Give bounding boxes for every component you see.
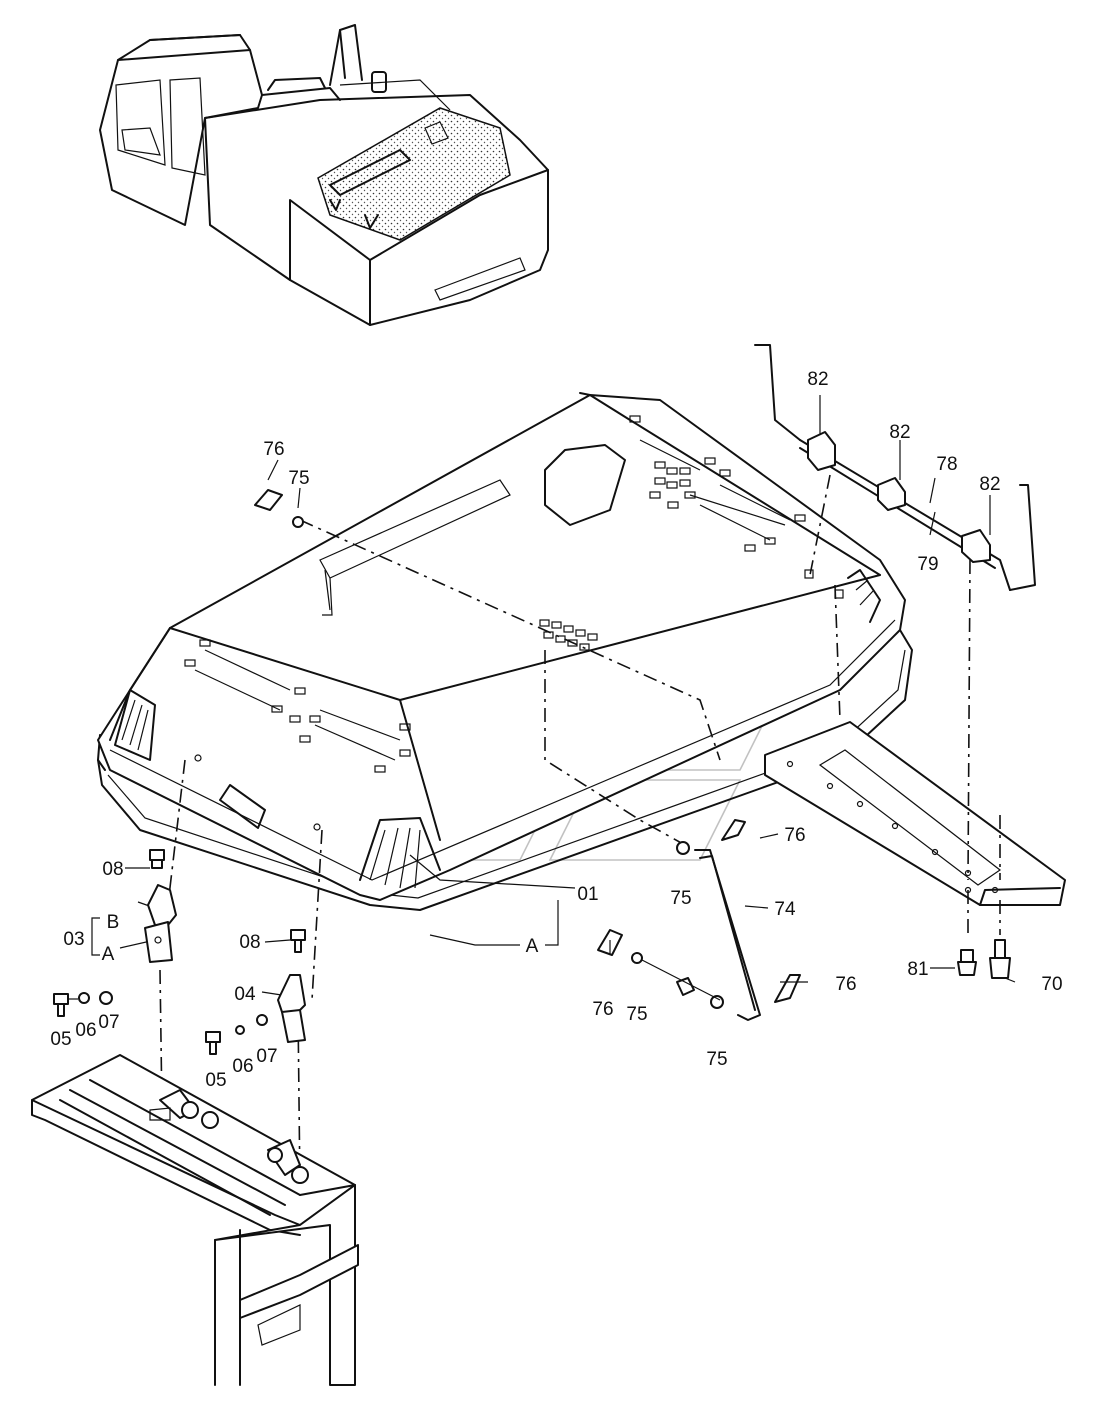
label-06-a: 06: [75, 1020, 96, 1041]
label-74: 74: [774, 899, 796, 920]
label-06-b: 06: [232, 1056, 253, 1077]
label-82-c: 82: [979, 474, 1000, 495]
lock-assembly-04: [205, 929, 306, 1055]
label-75-d: 75: [706, 1049, 727, 1070]
label-05-b: 05: [205, 1070, 226, 1091]
machine-overview: [99, 24, 549, 326]
label-76-b: 76: [784, 825, 805, 846]
label-03: 03: [63, 929, 84, 950]
label-a-lock: A: [102, 944, 115, 965]
label-04: 04: [234, 984, 256, 1005]
label-70: 70: [1041, 974, 1062, 995]
bolts-right: [957, 939, 1011, 979]
label-01: 01: [577, 884, 598, 905]
part-labels: 82 82 78 82 79 76 75 76 75 01 74 A 08 B …: [50, 369, 1062, 1091]
label-78: 78: [936, 454, 957, 475]
label-a-seal: A: [526, 936, 539, 957]
group-bracket-03: [91, 917, 100, 956]
label-76-d: 76: [835, 974, 856, 995]
lock-assembly-03: [53, 849, 177, 1017]
mounting-plate: [764, 721, 1066, 906]
label-75-b: 75: [670, 888, 691, 909]
label-08-a: 08: [102, 859, 123, 880]
small-parts-top: [254, 489, 304, 528]
label-76-a: 76: [263, 439, 284, 460]
label-07-a: 07: [98, 1012, 119, 1033]
label-07-b: 07: [256, 1046, 277, 1067]
rod-assembly: [754, 344, 1036, 591]
label-05-a: 05: [50, 1029, 71, 1050]
lower-frame: [31, 1054, 359, 1386]
label-82-a: 82: [807, 369, 828, 390]
leader-lines: [119, 395, 1016, 997]
label-b: B: [107, 912, 120, 933]
label-75-c: 75: [626, 1004, 647, 1025]
label-82-b: 82: [889, 422, 910, 443]
label-81: 81: [907, 959, 928, 980]
engine-cover: [97, 392, 913, 911]
label-75-a: 75: [288, 468, 309, 489]
label-08-b: 08: [239, 932, 260, 953]
label-76-c: 76: [592, 999, 613, 1020]
stay-rod: [597, 819, 801, 1021]
label-79: 79: [917, 554, 938, 575]
